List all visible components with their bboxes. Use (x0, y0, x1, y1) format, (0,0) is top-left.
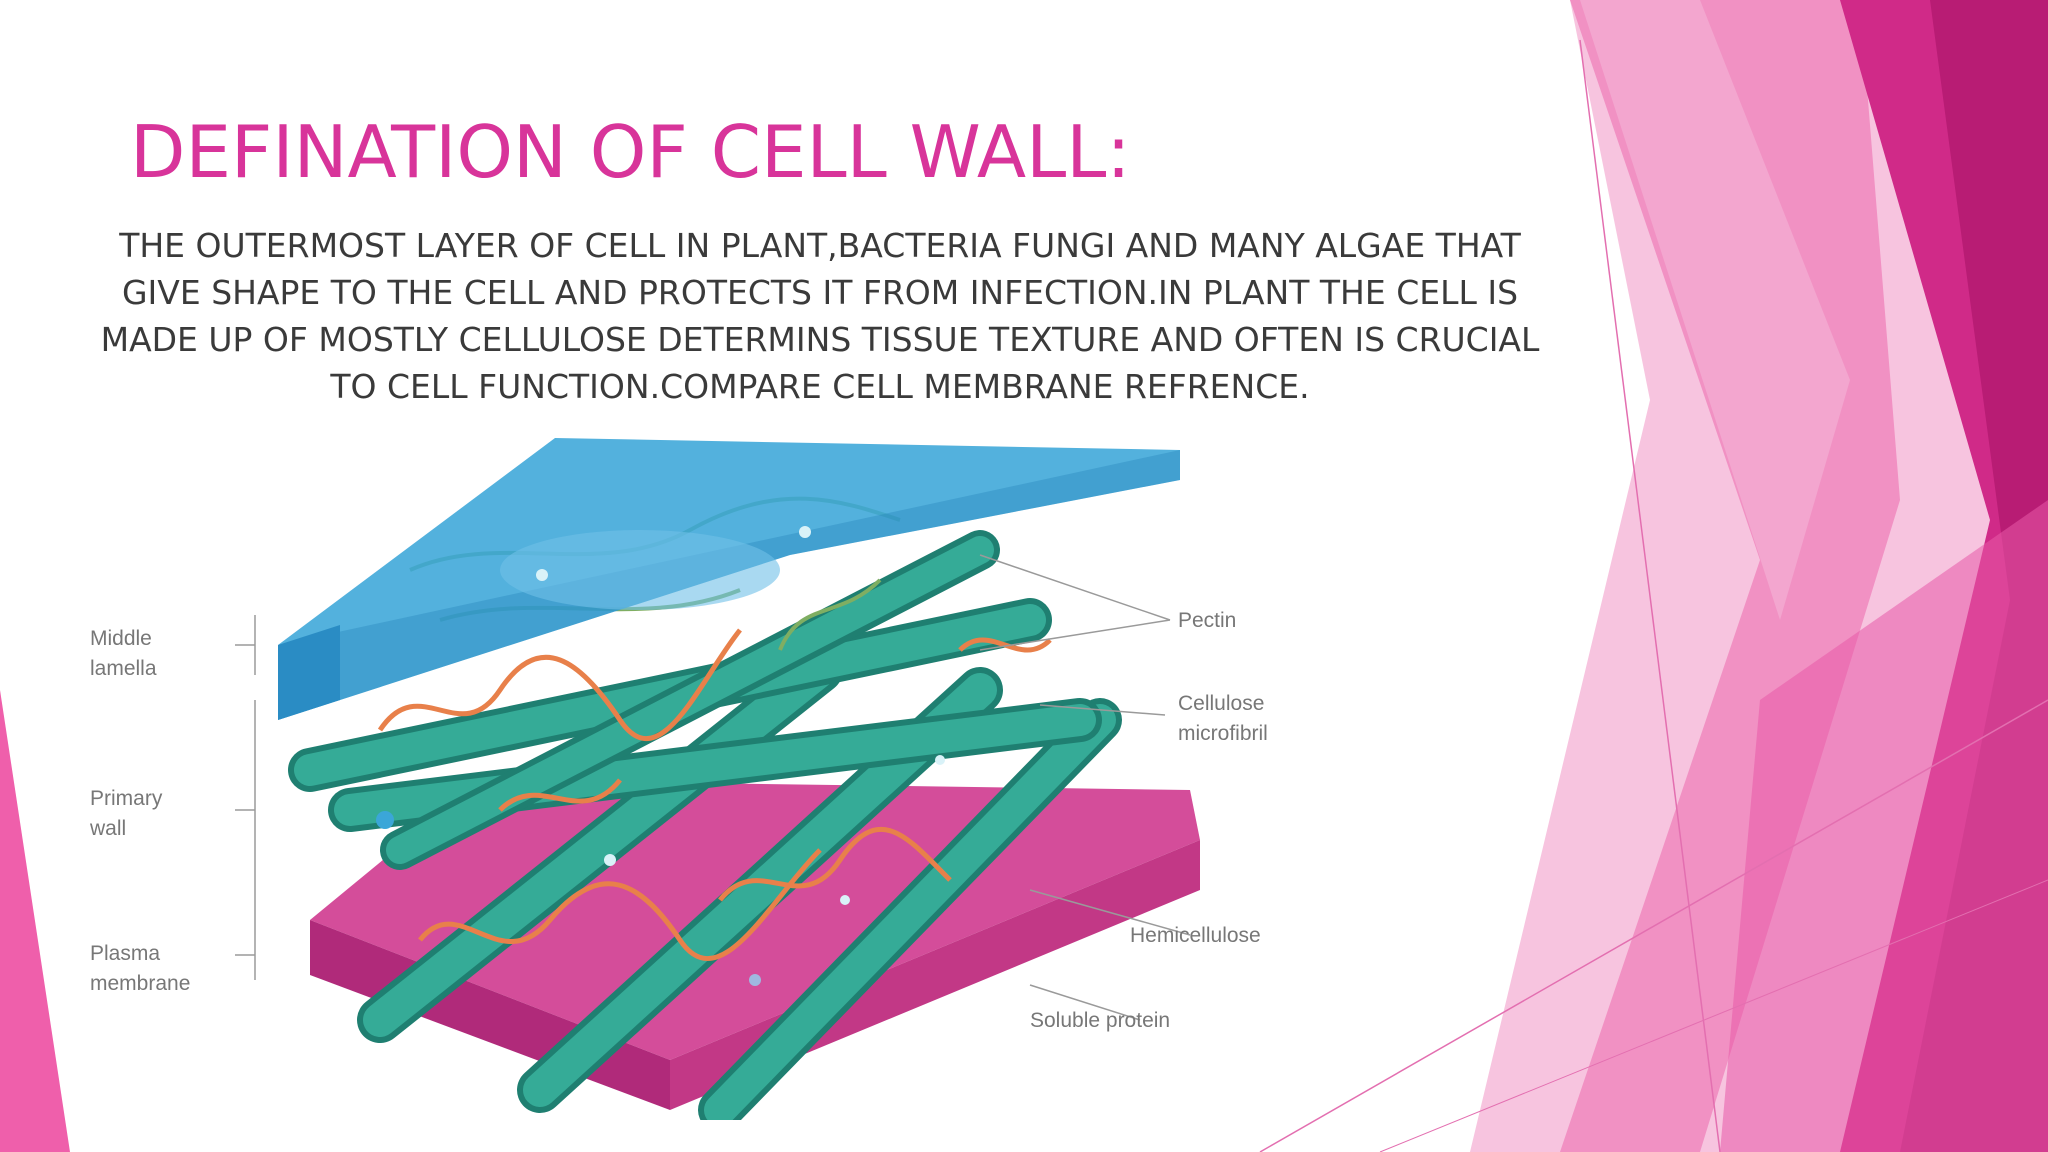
soluble-proteins (376, 526, 945, 986)
label-middle-lamella-2: lamella (90, 657, 157, 680)
hemicellulose-strands (377, 628, 1052, 961)
label-cellulose-1: Cellulose (1178, 692, 1264, 715)
bg-shape-pink (1560, 0, 1900, 1152)
label-middle-lamella-1: Middle (90, 627, 152, 650)
label-pectin: Pectin (1178, 609, 1236, 632)
bg-thin-line-2 (1259, 699, 2048, 1152)
bg-shape-mid-pink (1580, 0, 1850, 620)
bg-shape-left-pink (0, 690, 70, 1152)
label-plasma-membrane-1: Plasma (90, 942, 160, 965)
label-primary-wall-2: wall (89, 817, 126, 840)
cell-wall-diagram: Middle lamella Primary wall Plasma membr… (89, 438, 1268, 1120)
bg-thin-line-1 (1579, 39, 1721, 1152)
label-soluble-protein: Soluble protein (1030, 1009, 1170, 1032)
definition-text: THE OUTERMOST LAYER OF CELL IN PLANT,BAC… (100, 226, 1540, 406)
bg-thin-line-3 (1379, 879, 2048, 1152)
label-hemicellulose: Hemicellulose (1130, 924, 1261, 947)
slide-title: DEFINATION OF CELL WALL: (130, 110, 1131, 194)
bg-shape-bright-pink (1720, 500, 2048, 1152)
label-primary-wall-1: Primary (90, 787, 163, 810)
diagram-labels (235, 554, 1191, 1021)
middle-lamella-slab (278, 438, 1180, 720)
label-cellulose-2: microfibril (1178, 722, 1268, 745)
label-plasma-membrane-2: membrane (90, 972, 190, 995)
